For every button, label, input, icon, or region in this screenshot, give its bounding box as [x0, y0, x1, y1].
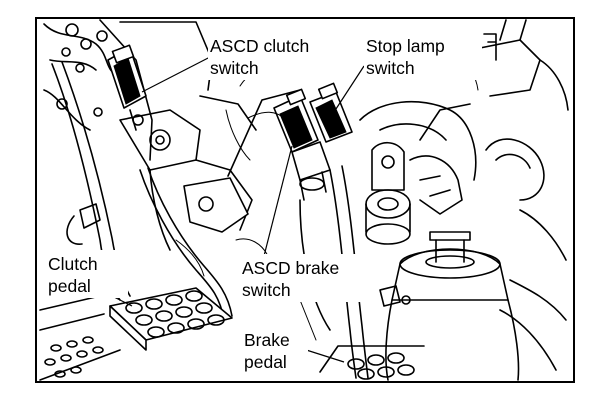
label-ascd-clutch-switch: ASCD clutch switch	[210, 36, 314, 78]
brake-pedal-pad	[319, 345, 425, 380]
label-clutch-pedal-line1: Clutch	[48, 254, 98, 274]
brake-pedal-label-bg	[238, 328, 308, 376]
line-art	[39, 19, 569, 381]
label-clutch-pedal-line2: pedal	[48, 276, 91, 296]
label-stop-lamp-switch-line2: switch	[366, 58, 415, 78]
label-ascd-brake-switch-line2: switch	[242, 280, 291, 300]
label-brake-pedal-line2: pedal	[244, 352, 287, 372]
ascd-clutch-switch-part	[107, 44, 147, 131]
brake-switches-part	[273, 82, 353, 201]
label-ascd-brake-switch: ASCD brake switch	[242, 258, 344, 300]
label-stop-lamp-switch-line1: Stop lamp	[366, 36, 445, 56]
clutch-pedal-pad	[109, 287, 233, 351]
ascd-clutch-switch-label-bg	[208, 32, 342, 80]
brake-booster-part	[379, 231, 567, 381]
label-stop-lamp-switch: Stop lamp switch	[366, 36, 450, 78]
ascd-brake-switch-label-bg	[240, 254, 378, 302]
label-brake-pedal-line1: Brake	[244, 330, 290, 350]
stop-lamp-switch-label-bg	[364, 32, 482, 80]
label-brake-pedal: Brake pedal	[244, 330, 295, 372]
label-ascd-clutch-switch-line2: switch	[210, 58, 259, 78]
clutch-pedal-label-bg	[46, 250, 128, 298]
label-ascd-brake-switch-line1: ASCD brake	[242, 258, 339, 278]
label-ascd-clutch-switch-line1: ASCD clutch	[210, 36, 309, 56]
label-clutch-pedal: Clutch pedal	[48, 254, 102, 296]
